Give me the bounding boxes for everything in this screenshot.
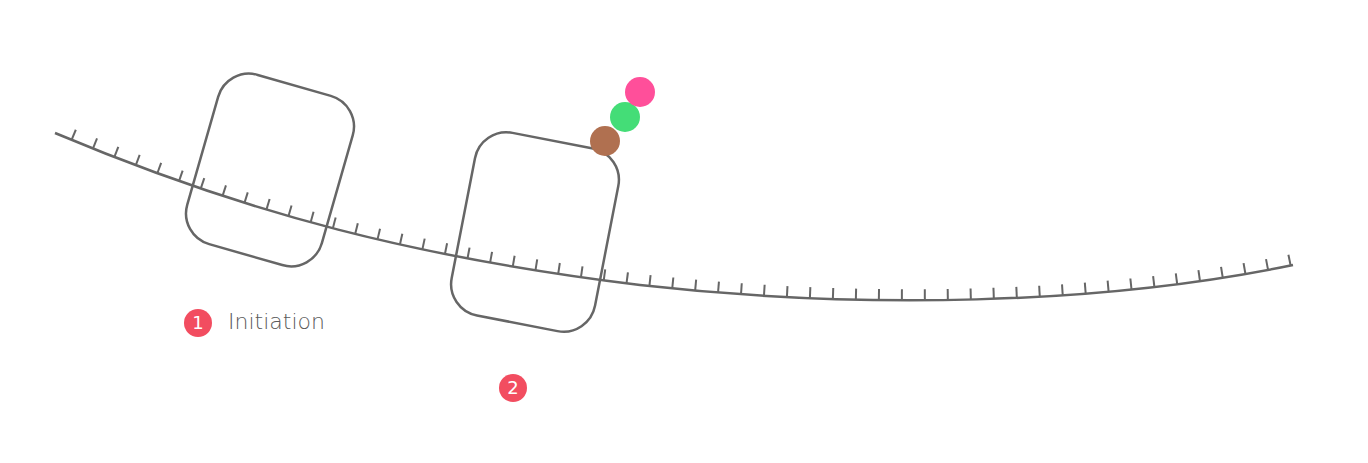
codon-tick — [179, 171, 183, 181]
codon-tick — [535, 259, 537, 270]
codon-tick — [333, 218, 336, 229]
codon-tick — [311, 212, 314, 223]
codon-tick — [1038, 286, 1041, 297]
codon-tick — [1153, 276, 1154, 287]
codon-tick — [970, 289, 972, 300]
amino-acid — [610, 102, 640, 132]
codon-tick — [740, 283, 743, 294]
codon-tick — [1244, 263, 1246, 274]
codon-tick — [581, 266, 583, 277]
codon-tick — [1084, 283, 1087, 294]
codon-tick — [558, 263, 560, 274]
codon-tick — [763, 285, 766, 296]
codon-ticks — [72, 130, 1291, 301]
codon-tick — [201, 178, 205, 188]
codon-tick — [266, 199, 269, 210]
codon-tick — [445, 243, 447, 254]
codon-tick — [1107, 281, 1110, 292]
ribosome — [178, 66, 361, 274]
callout-number: 1 — [184, 309, 212, 337]
codon-tick — [157, 163, 161, 173]
codon-tick — [855, 289, 857, 300]
codon-tick — [1198, 270, 1200, 281]
codon-tick — [901, 289, 903, 300]
codon-tick — [400, 234, 402, 245]
codon-tick — [1130, 279, 1131, 290]
codon-tick — [223, 185, 226, 195]
codon-tick — [992, 288, 994, 299]
codon-tick — [672, 277, 673, 288]
codon-tick — [244, 192, 247, 202]
codon-tick — [947, 289, 949, 300]
amino-acid — [625, 77, 655, 107]
codon-tick — [422, 239, 424, 250]
codon-tick — [1288, 255, 1290, 266]
codon-tick — [72, 130, 76, 140]
codon-tick — [1061, 284, 1064, 295]
codon-tick — [809, 287, 811, 298]
codon-tick — [924, 289, 926, 300]
codon-tick — [649, 275, 650, 286]
codon-tick — [627, 272, 628, 283]
codon-tick — [93, 138, 97, 148]
stage-label: Initiation — [228, 308, 325, 336]
mrna-strand — [55, 133, 1293, 300]
codon-tick — [289, 206, 292, 217]
codon-tick — [513, 256, 515, 267]
amino-acid — [590, 126, 620, 156]
codon-tick — [378, 229, 381, 240]
codon-tick — [1266, 259, 1268, 270]
codon-tick — [467, 248, 469, 259]
codon-tick — [355, 223, 358, 234]
codon-tick — [878, 289, 880, 300]
codon-tick — [1176, 273, 1177, 284]
callout-number: 2 — [499, 374, 527, 402]
codon-tick — [136, 155, 140, 165]
codon-tick — [717, 282, 720, 293]
codon-tick — [490, 252, 492, 263]
codon-tick — [1015, 287, 1017, 298]
codon-tick — [786, 286, 789, 297]
ribosome — [446, 127, 625, 337]
codon-tick — [604, 269, 605, 280]
codon-tick — [694, 280, 697, 291]
codon-tick — [114, 147, 118, 157]
codon-tick — [1221, 267, 1223, 278]
codon-tick — [832, 288, 834, 299]
